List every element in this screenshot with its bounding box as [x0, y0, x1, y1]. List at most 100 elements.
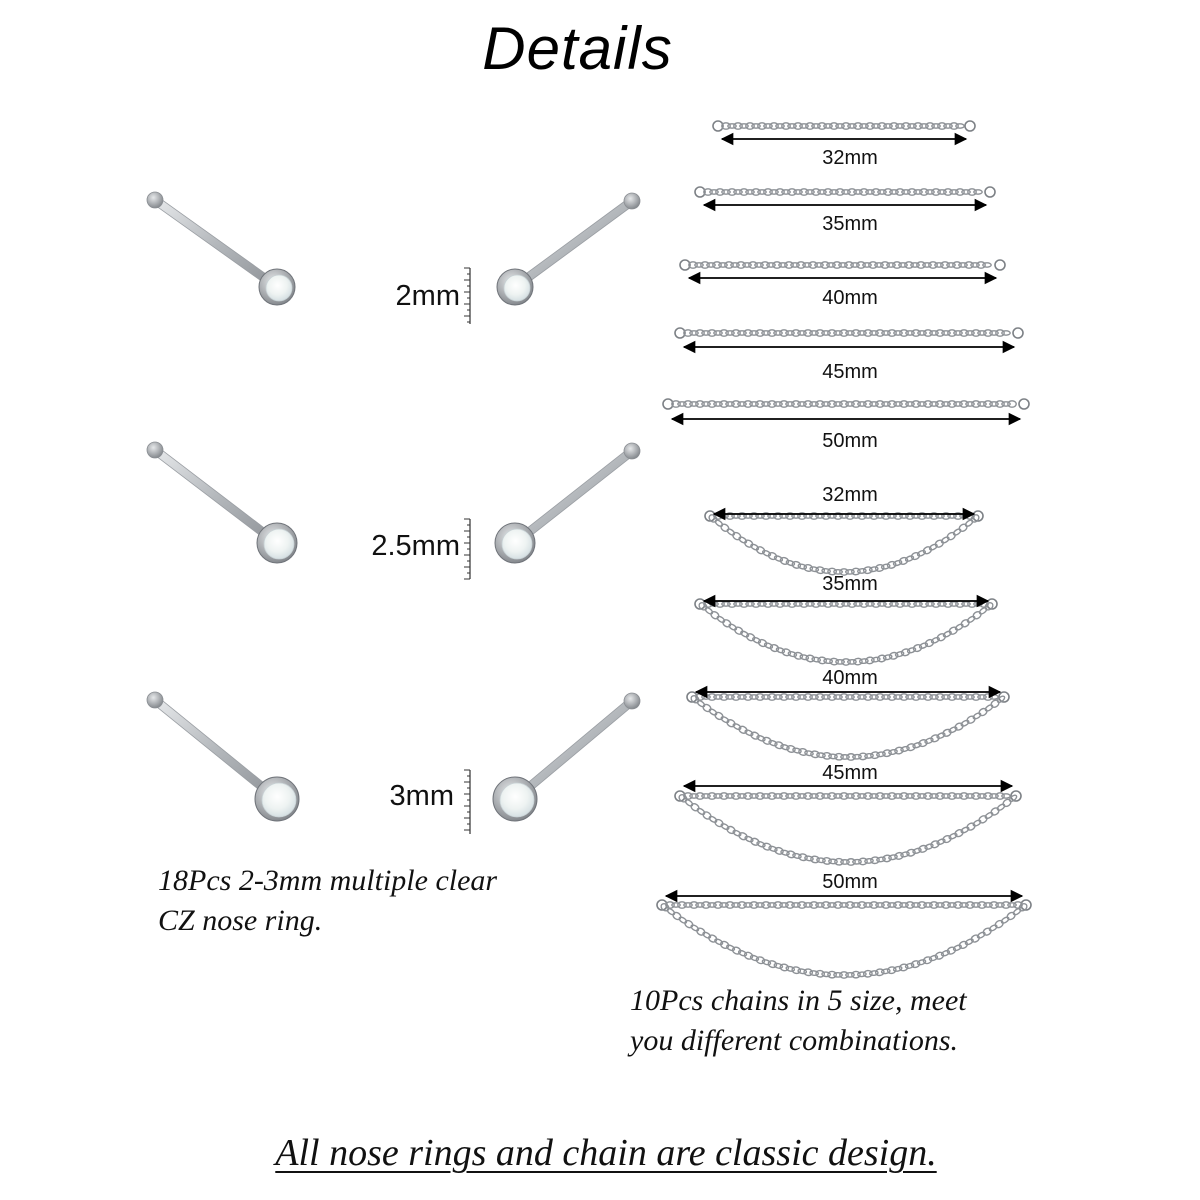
- chain-link: [779, 902, 789, 908]
- chain-link: [934, 262, 944, 268]
- chain-link: [833, 972, 843, 978]
- chain-link: [917, 330, 927, 336]
- chain-link: [959, 792, 969, 800]
- chain-link: [720, 716, 730, 724]
- chain-link: [714, 519, 724, 528]
- chain-link: [972, 819, 982, 827]
- chain-link: [695, 902, 705, 908]
- chain-link: [704, 607, 714, 615]
- chain-link: [883, 188, 893, 196]
- chain-link: [791, 902, 801, 908]
- chain-links: [703, 188, 983, 196]
- chain-link: [815, 969, 826, 978]
- chain-link: [870, 656, 881, 663]
- chain-link: [792, 747, 802, 754]
- chain-link: [815, 902, 825, 908]
- chain-link: [805, 654, 816, 663]
- chain-link: [913, 122, 923, 130]
- chain-link: [923, 400, 933, 408]
- chain-link: [820, 261, 830, 269]
- chain-link: [720, 823, 730, 831]
- chain-link: [811, 656, 822, 663]
- chain-link: [870, 856, 880, 865]
- chain-link: [847, 188, 857, 196]
- chain-link: [755, 792, 765, 800]
- chain-link: [863, 902, 873, 908]
- chain-link: [977, 793, 987, 799]
- chain-link: [719, 902, 729, 908]
- chain-link: [905, 330, 915, 336]
- chain-link: [772, 261, 782, 269]
- chain-link: [907, 123, 917, 129]
- chain-link: [942, 630, 952, 638]
- size-ruler: [464, 518, 471, 580]
- chain-links: [665, 901, 1023, 909]
- chain-link: [791, 400, 801, 408]
- opal-stone: [499, 782, 535, 818]
- chain-link: [876, 856, 886, 863]
- chain-link: [935, 329, 945, 337]
- chain-link: [701, 330, 711, 336]
- chain-link: [689, 793, 699, 799]
- chain-link: [751, 188, 761, 196]
- chain-end-ring: [964, 120, 976, 132]
- chain-link: [718, 262, 728, 268]
- chain-link: [958, 262, 968, 268]
- straight-chain: [662, 398, 1030, 426]
- chain-link: [791, 966, 802, 975]
- opal-stone: [501, 528, 533, 560]
- chain-link: [767, 902, 777, 908]
- chain-end-ring: [984, 186, 996, 198]
- chain-link: [959, 329, 969, 337]
- chain-link: [722, 619, 732, 628]
- chain-link: [816, 752, 826, 759]
- chain-link: [799, 654, 810, 661]
- chain-link: [978, 815, 988, 824]
- chain-link: [780, 849, 790, 856]
- chain-link: [960, 719, 970, 727]
- chain-end-ring: [1010, 790, 1022, 802]
- chain-link: [846, 858, 856, 866]
- chain-link: [745, 189, 755, 195]
- chain-link: [916, 549, 927, 557]
- chain-link: [700, 261, 710, 269]
- chain-link: [916, 959, 927, 966]
- straight-chain: [712, 120, 976, 146]
- chain-link: [995, 329, 1005, 337]
- chain-link: [707, 792, 717, 800]
- chain-link: [713, 330, 723, 336]
- chain-link: [989, 694, 999, 700]
- chain-link: [703, 188, 713, 196]
- ring-size-label-2mm: 2mm: [395, 280, 460, 312]
- chain-link: [761, 793, 771, 799]
- chain-link: [941, 401, 951, 407]
- chain-link: [882, 854, 892, 863]
- chain-link: [923, 902, 933, 908]
- chain-link: [780, 744, 790, 751]
- chain-link: [899, 792, 909, 800]
- chain-link: [757, 638, 768, 648]
- chain-link: [728, 623, 738, 631]
- chain-link: [923, 329, 933, 337]
- chain-link: [719, 792, 729, 800]
- chain-link: [809, 330, 819, 336]
- chain-link: [875, 400, 885, 408]
- chain-link: [893, 401, 903, 407]
- chain-links: [660, 902, 1028, 979]
- chain-link: [881, 793, 891, 799]
- chain-link: [743, 400, 753, 408]
- chain-link: [754, 262, 764, 268]
- chain-link: [803, 400, 813, 408]
- chain-link: [868, 261, 878, 269]
- chain-link: [947, 902, 957, 908]
- chain-link: [731, 792, 741, 800]
- chain-link: [917, 793, 927, 799]
- chain-link: [702, 703, 712, 713]
- chain-link: [898, 262, 908, 268]
- chain-link: [779, 556, 790, 565]
- chain-link: [811, 188, 821, 196]
- chain-link: [922, 956, 933, 965]
- chain-link: [976, 931, 986, 939]
- chain-link: [983, 329, 993, 337]
- chain-link: [918, 739, 928, 748]
